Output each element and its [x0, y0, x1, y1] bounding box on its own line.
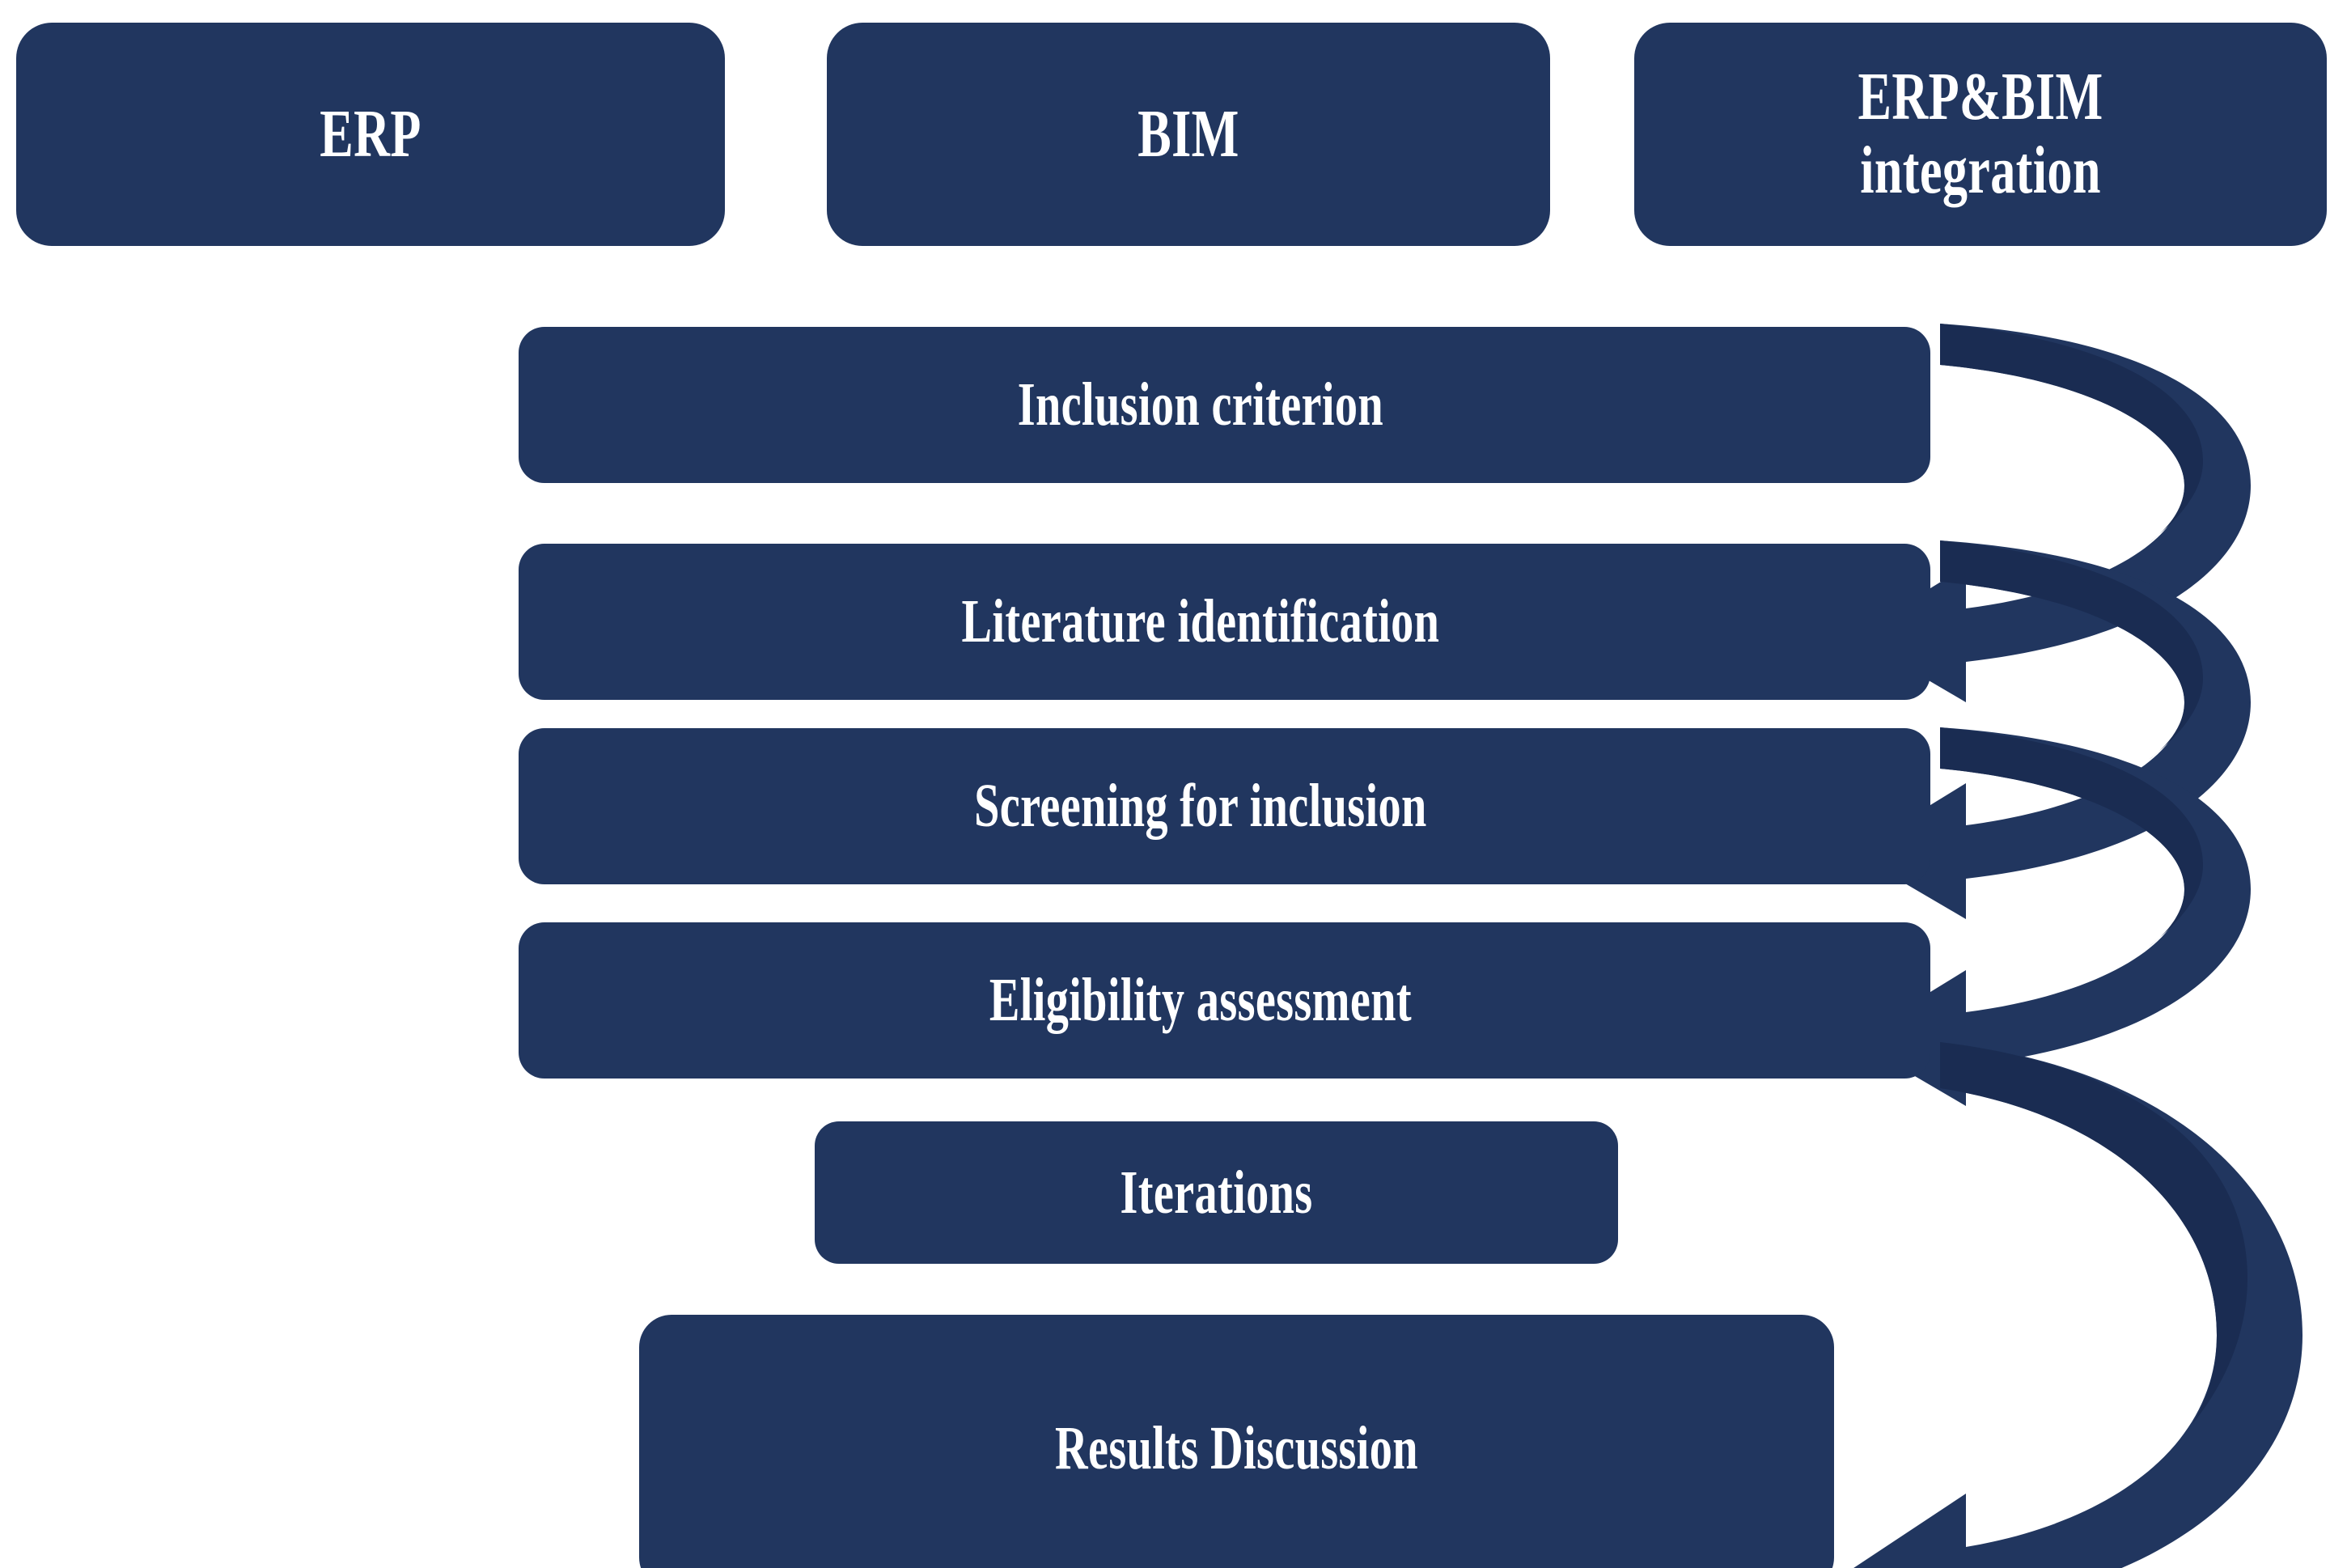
box-erp-label: ERP — [320, 95, 422, 172]
box-iterations[interactable]: Iterations — [815, 1121, 1618, 1264]
box-inclusion-criterion[interactable]: Inclusion criterion — [519, 327, 1930, 483]
box-eligibility-assessment[interactable]: Eligibility assessment — [519, 922, 1930, 1079]
box-results-discussion[interactable]: Results Discussion — [639, 1315, 1834, 1568]
box-bim-label: BIM — [1137, 95, 1239, 172]
box-erp[interactable]: ERP — [16, 23, 725, 246]
box-screening-for-inclusion[interactable]: Screening for inclusion — [519, 728, 1930, 884]
box-bim[interactable]: BIM — [827, 23, 1550, 246]
box-inclusion-criterion-label: Inclusion criterion — [1017, 371, 1384, 439]
box-iterations-label: Iterations — [1120, 1158, 1313, 1227]
box-eligibility-assessment-label: Eligibility assessment — [989, 966, 1412, 1035]
box-erp-bim-integration[interactable]: ERP&BIM integration — [1634, 23, 2327, 246]
box-literature-identification[interactable]: Literature identification — [519, 544, 1930, 700]
box-erp-bim-integration-label: ERP&BIM integration — [1858, 59, 2103, 208]
box-results-discussion-label: Results Discussion — [1055, 1413, 1418, 1482]
box-screening-for-inclusion-label: Screening for inclusion — [974, 772, 1427, 841]
arrow-eligibility-to-results — [1853, 1042, 2302, 1568]
box-literature-identification-label: Literature identification — [961, 587, 1440, 656]
